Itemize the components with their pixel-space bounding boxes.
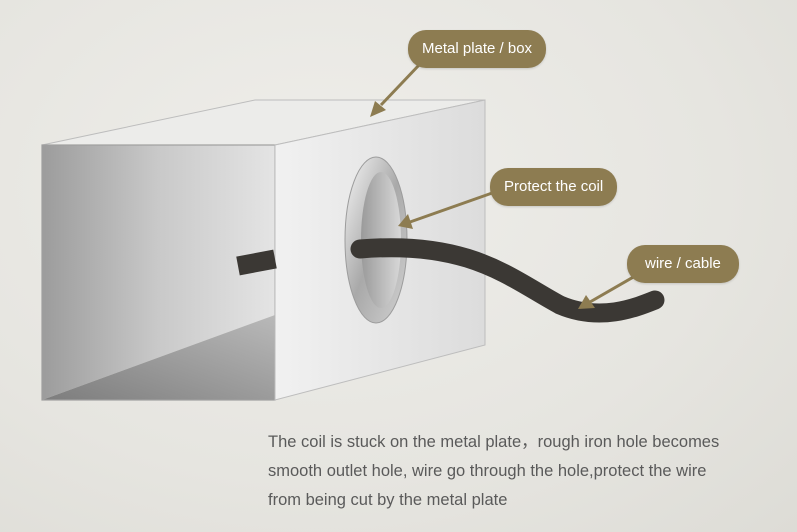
box-inner-floor (42, 315, 275, 400)
callout-arrow-coil (398, 190, 496, 229)
caption-line-2: smooth outlet hole, wire go through the … (268, 462, 707, 480)
wire-cable (350, 238, 665, 323)
callout-wire-cable: wire / cable (627, 245, 739, 283)
callout-arrow-box (370, 62, 422, 117)
callout-protect-coil: Protect the coil (490, 168, 618, 206)
callout-metal-plate: Metal plate / box (408, 30, 547, 68)
caption-line-3: from being cut by the metal plate (268, 491, 508, 509)
caption-line-1: The coil is stuck on the metal plate，rou… (268, 433, 720, 451)
wire-inner-segment (236, 249, 277, 276)
caption-text: The coil is stuck on the metal plate，rou… (268, 428, 793, 515)
